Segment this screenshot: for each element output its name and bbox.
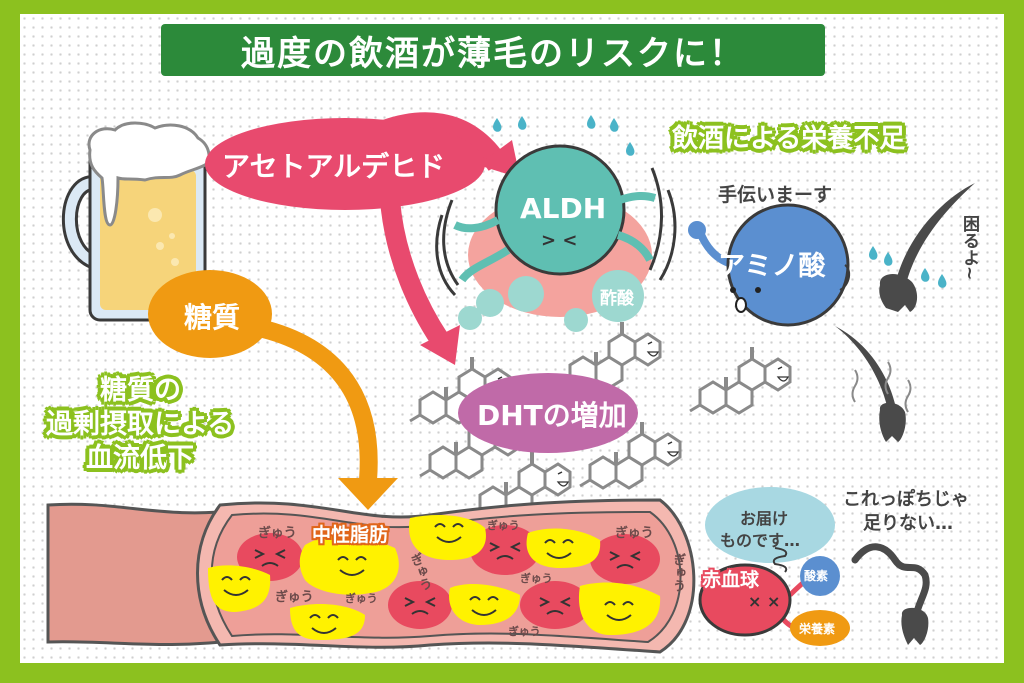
amino-acid-character: [688, 203, 851, 327]
squeeze-text: ぎゅう: [670, 553, 685, 592]
not-enough-line-2: 足りない…: [863, 513, 953, 534]
squeeze-text: ぎゅう: [345, 592, 378, 605]
sugar-bubble: [148, 270, 272, 358]
hair-follicle-sad-icon: [851, 543, 930, 645]
squeeze-text: ぎゅう: [258, 526, 297, 541]
acetaldehyde-bubble: [205, 118, 485, 210]
acetaldehyde-label: アセトアルデヒド: [222, 150, 446, 183]
squeeze-text: ぎゅう: [508, 625, 541, 638]
aldh-label: ALDH: [520, 192, 607, 225]
squeeze-text: ぎゅう: [275, 590, 314, 605]
blood-vessel: [46, 498, 696, 654]
nutrients-label: 栄養素: [799, 622, 836, 636]
fat-faces: [221, 523, 634, 634]
dht-increase-label: DHTの増加: [477, 399, 627, 432]
aldh-face: > <: [541, 230, 578, 251]
delivery-speech-line-2: ものです…: [720, 531, 801, 550]
not-enough-line-1: これっぽちじゃ: [843, 489, 969, 510]
squeeze-text: ぎゅう: [487, 519, 520, 532]
blood-cell-faces: [254, 542, 641, 615]
squeeze-text: ぎゅう: [520, 572, 553, 585]
red-blood-cell-face: × ×: [748, 592, 781, 611]
red-blood-cell-character: [698, 556, 850, 646]
helper-speech: 手伝いまーす: [718, 184, 833, 206]
hair-follicle-worried-icon: [835, 326, 912, 442]
neutral-fat-label: 中性脂肪: [312, 524, 389, 546]
nutrition-heading: 飲酒による栄養不足: [672, 124, 906, 154]
hair-follicle-crying-icon: [869, 183, 975, 312]
oxygen-bubble: [800, 556, 840, 596]
aldh-enzyme-character: [435, 115, 677, 332]
hair-trouble-speech: 困るよ~: [959, 215, 979, 281]
amino-acid-label: アミノ酸: [718, 251, 826, 282]
speech-tail: [772, 547, 788, 573]
sugar-label: 糖質: [184, 301, 241, 334]
title-banner: 過度の飲酒が薄毛のリスクに！: [161, 24, 825, 76]
delivery-speech-bubble: [705, 487, 835, 563]
squeeze-text: ぎゅう: [615, 526, 654, 541]
sugar-heading-line-3: 血流低下: [86, 443, 194, 474]
oxygen-label: 酸素: [804, 569, 829, 583]
sugar-heading-line-2: 過剰摂取による: [46, 409, 235, 440]
sugar-heading-line-1: 糖質の: [100, 375, 181, 406]
delivery-speech-line-1: お届け: [740, 509, 789, 528]
acetic-acid-label: 酢酸: [600, 289, 634, 309]
red-blood-cell-label: 赤血球: [702, 569, 760, 591]
sugar-arrow: [243, 316, 398, 510]
dht-bubble: [458, 373, 638, 453]
nutrients-bubble: [790, 610, 850, 646]
